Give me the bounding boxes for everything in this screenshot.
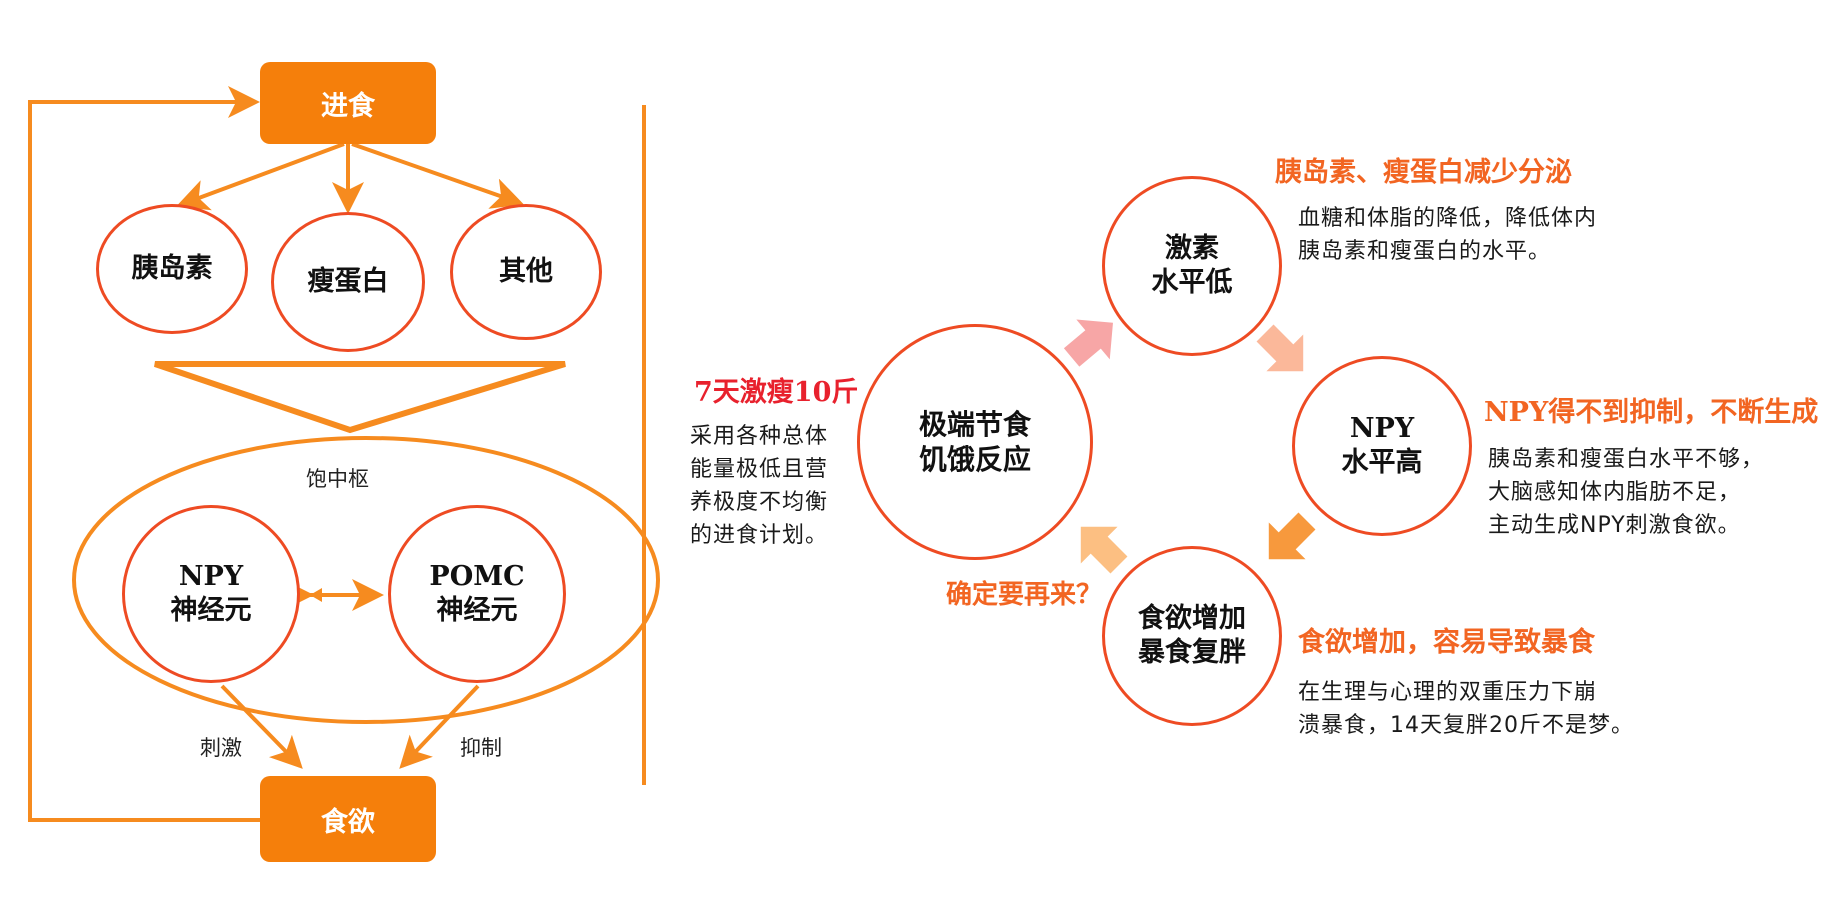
heading-npy-uninhibited: NPY得不到抑制，不断生成 [1484,397,1819,428]
again-question: 确定要再来？ [946,580,1103,610]
satiety-center-ellipse [72,436,660,724]
cycle-arrow-1 [1063,319,1113,367]
desc-npy-uninhibited: 胰岛素和瘦蛋白水平不够，大脑感知体内脂肪不足，主动生成NPY刺激食欲。 [1488,447,1765,538]
heading-binge: 食欲增加，容易导致暴食 [1298,627,1595,658]
hormone-low-node: 激素水平低 [1102,176,1282,356]
other-node: 其他 [450,204,602,340]
satiety-center-label: 饱中枢 [306,467,369,491]
arrow-eat-insulin [176,142,345,211]
desc-7day-loss: 采用各种总体能量极低且营养极度不均衡的进食计划。 [690,424,829,548]
heading-7day-loss: 7天激瘦10斤 [694,377,859,408]
chevron-down-shape [154,361,566,434]
desc-hormone-reduce: 血糖和体脂的降低，降低体内胰岛素和瘦蛋白的水平。 [1298,206,1598,264]
insulin-node: 胰岛素 [96,204,248,334]
inhibit-label: 抑制 [460,736,502,760]
cycle-arrow-4 [1080,526,1128,574]
cycle-arrow-2 [1256,324,1304,372]
leptin-node: 瘦蛋白 [271,212,425,352]
arrow-eat-other [351,142,524,209]
eat-box: 进食 [260,62,436,144]
arrow-stimulate [220,684,303,769]
appetite-box: 食欲 [260,776,436,862]
heading-hormone-reduce: 胰岛素、瘦蛋白减少分泌 [1275,157,1572,188]
stimulate-label: 刺激 [200,736,242,760]
desc-binge: 在生理与心理的双重压力下崩溃暴食，14天复胖20斤不是梦。 [1298,680,1634,738]
arrow-inhibit [399,684,480,769]
feedback-loop-line [28,86,264,822]
extreme-diet-node: 极端节食饥饿反应 [857,324,1093,560]
cycle-arrow-3 [1268,512,1316,560]
appetite-increase-node: 食欲增加暴食复胖 [1102,546,1282,726]
